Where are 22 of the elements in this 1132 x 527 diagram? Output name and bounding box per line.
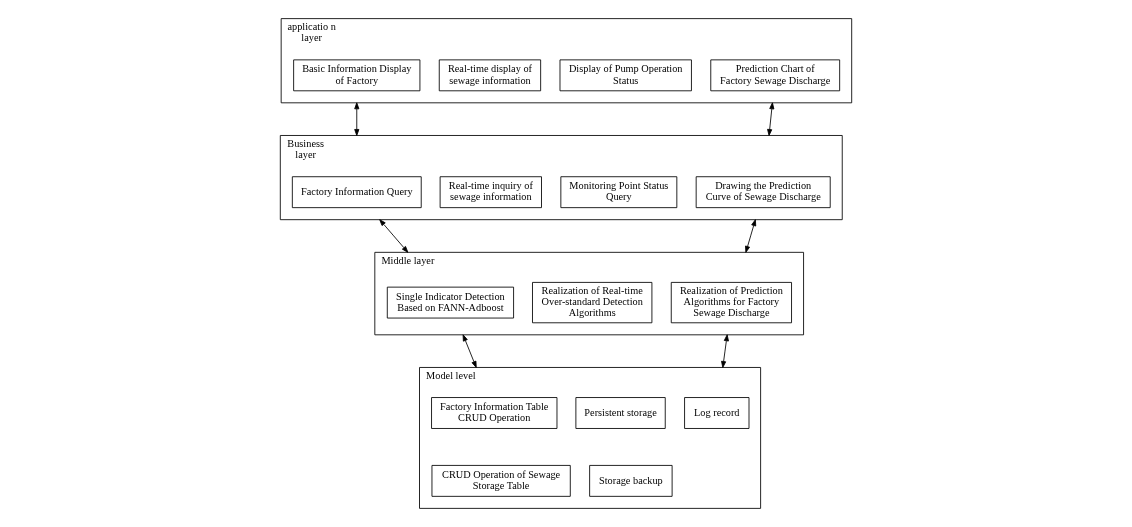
arrow [767,102,775,136]
node-box: Prediction Chart of Factory Sewage Discharge [710,59,841,92]
arrow [354,102,360,136]
node-box: Realization of Real-time Over-standard Detection Algorithms [532,281,653,324]
arrow [462,334,477,368]
node-box: CRUD Operation of Sewage Storage Table [431,465,571,497]
node-box: Persistent storage [575,397,666,429]
node-box: Factory Information Table CRUD Operation [431,397,558,429]
node-box: Display of Pump Operation Status [559,59,692,92]
node-box: Storage backup [589,465,673,497]
node-box: Log record [684,397,750,429]
node-box: Single Indicator Detection Based on FANN-Adboost [386,286,514,319]
node-box: Real-time display of sewage information [438,59,542,92]
arrow [721,334,729,368]
node-box: Real-time inquiry of sewage information [439,176,542,209]
node-box: Realization of Prediction Algorithms for Factory Sewage Discharge [670,281,792,324]
arrow [379,219,409,253]
node-box: Drawing the Prediction Curve of Sewage Discharge [695,176,831,209]
node-box: Monitoring Point Status Query [560,176,678,209]
node-box: Factory Information Query [291,176,422,209]
arrow [745,219,757,253]
node-box: Basic Information Display of Factory [293,59,421,92]
